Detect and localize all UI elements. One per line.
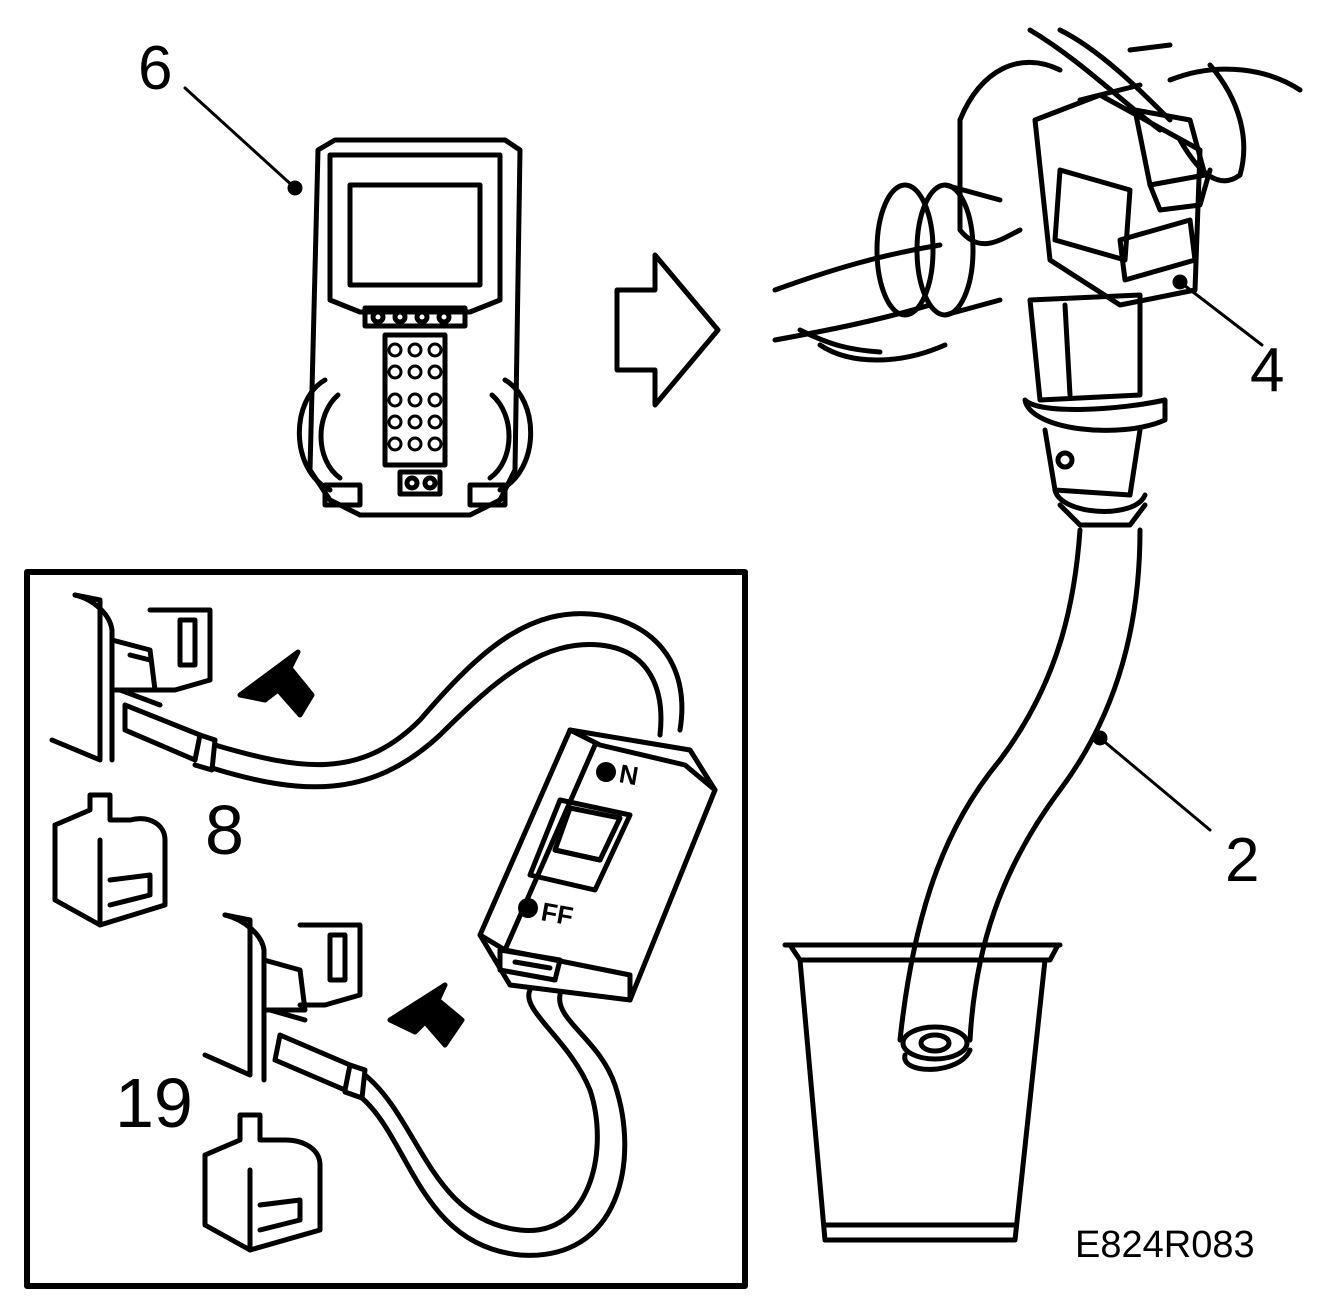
figure-code: E824R083 [1075,1224,1255,1266]
leader-line-2 [1098,736,1212,832]
scan-tool-icon [296,137,534,518]
big-arrow-icon [614,252,721,408]
callout-4: 4 [1250,336,1285,405]
switch-on-label: N [596,758,641,791]
leader-dot-2 [1092,730,1108,746]
terminal-block-lower-icon [202,912,363,1083]
connector-assembly-icon [772,27,1303,528]
leader-line-6 [183,86,297,190]
terminal-jack-lower-icon [202,1112,323,1253]
terminal-block-upper-icon [49,592,213,763]
drain-hose-icon [897,527,1143,1072]
callout-8: 8 [205,791,244,869]
callout-19: 19 [115,1064,193,1142]
container-icon [782,942,1063,1243]
callout-2: 2 [1225,826,1260,895]
callout-6: 6 [138,34,173,103]
toggle-switch-box-icon [477,727,718,1003]
leader-dot-4 [1172,274,1188,290]
off-indicator-dot [518,898,538,918]
on-indicator-dot [596,762,616,782]
jumper-plug-lower-icon [272,987,628,1258]
terminal-jack-upper-icon [52,792,168,928]
insert-arrow-lower-icon [387,982,465,1048]
switch-on-text: N [617,758,641,791]
switch-off-text: FF [539,896,575,931]
insert-arrow-upper-icon [237,649,315,718]
leader-dot-6 [287,180,303,196]
switch-off-label: FF [518,896,575,931]
inset-frame [24,569,748,1289]
jumper-plug-upper-icon [122,611,685,790]
leader-line-4 [1178,280,1264,347]
